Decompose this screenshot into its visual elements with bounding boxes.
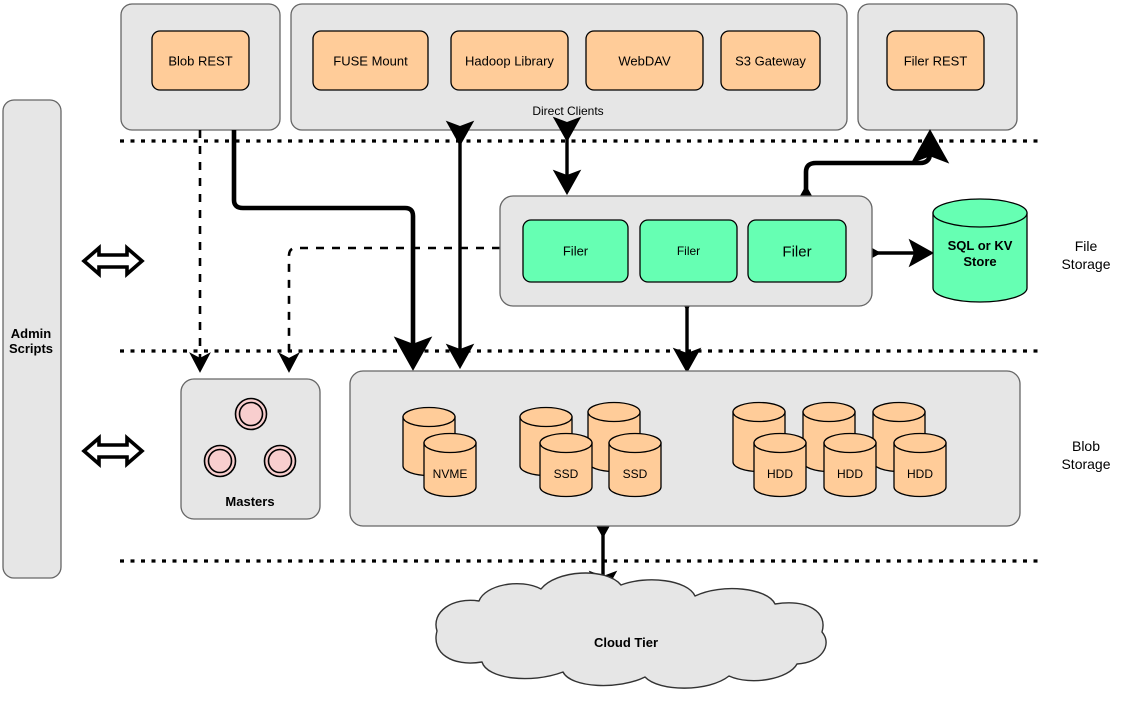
hdd-disk-front-1 (753, 432, 807, 498)
hdd-label-2: HDD (837, 467, 863, 481)
file-storage-label-line2: Storage (1061, 256, 1110, 272)
filer-rest-group: Filer REST (857, 3, 1018, 131)
ssd-disk-front-1 (539, 432, 593, 498)
admin-scripts-label-line2: Scripts (9, 341, 53, 356)
ssd-label-1: SSD (554, 467, 579, 481)
nvme-disk-front-1 (423, 432, 477, 498)
admin-scripts-panel[interactable]: Admin Scripts (2, 99, 62, 579)
hdd-disk-front-3 (893, 432, 947, 498)
masters-group: Masters (180, 378, 321, 520)
ssd-label-2: SSD (623, 467, 648, 481)
nvme-label: NVME (433, 467, 468, 481)
s3-gateway-label: S3 Gateway (735, 54, 806, 69)
fuse-mount-box[interactable]: FUSE Mount (312, 30, 429, 91)
connector-filerrest-to-filer (786, 129, 950, 220)
blob-storage-label-line1: Blob (1072, 438, 1100, 454)
cloud-tier-label: Cloud Tier (594, 635, 658, 650)
hdd-group[interactable]: HDD HDD HDD (732, 401, 947, 498)
blob-rest-group: Blob REST (120, 3, 281, 131)
nvme-group[interactable]: NVME (402, 406, 477, 498)
hadoop-library-box[interactable]: Hadoop Library (450, 30, 569, 91)
webdav-box[interactable]: WebDAV (585, 30, 704, 91)
filer-cluster-group: Filer Filer Filer (499, 195, 873, 307)
connector-blobrest-to-blobstorage (231, 130, 433, 371)
connector-filer-to-masters (278, 246, 500, 373)
master-node-1[interactable] (234, 397, 268, 431)
filer-node-1[interactable]: Filer (522, 219, 629, 283)
masters-label: Masters (225, 494, 274, 509)
filer-rest-box[interactable]: Filer REST (886, 30, 985, 91)
master-node-3[interactable] (263, 444, 297, 478)
database-label-line1: SQL or KV (948, 238, 1013, 253)
direct-clients-caption: Direct Clients (532, 104, 603, 118)
cloud-tier[interactable]: Cloud Tier (435, 572, 827, 689)
hdd-disk-front-2 (823, 432, 877, 498)
file-storage-label: File Storage (1061, 238, 1110, 272)
master-node-2[interactable] (203, 444, 237, 478)
filer-node-3[interactable]: Filer (747, 219, 847, 283)
filer-node-3-label: Filer (782, 244, 811, 261)
filer-node-2[interactable]: Filer (639, 219, 738, 283)
file-storage-label-line1: File (1075, 238, 1098, 254)
s3-gateway-box[interactable]: S3 Gateway (720, 30, 821, 91)
hdd-label-1: HDD (767, 467, 793, 481)
direct-clients-group: FUSE Mount Hadoop Library WebDAV S3 Gate… (290, 3, 848, 131)
hadoop-library-label: Hadoop Library (465, 54, 554, 69)
blob-rest-box[interactable]: Blob REST (151, 30, 250, 91)
filer-rest-label: Filer REST (904, 54, 968, 69)
admin-scripts-label-line1: Admin (11, 326, 52, 341)
admin-arrow-blob-storage (81, 434, 145, 468)
ssd-disk-front-2 (608, 432, 662, 498)
blob-storage-label: Blob Storage (1061, 438, 1110, 472)
filer-node-1-label: Filer (563, 244, 589, 259)
hdd-label-3: HDD (907, 467, 933, 481)
filer-node-2-label: Filer (677, 244, 700, 258)
database-cylinder[interactable]: SQL or KV Store (932, 198, 1028, 303)
fuse-mount-label: FUSE Mount (333, 54, 408, 69)
database-label-line2: Store (963, 254, 996, 269)
ssd-group[interactable]: SSD SSD (519, 401, 662, 498)
blob-storage-group: NVME SSD SSD (349, 370, 1021, 527)
blob-rest-label: Blob REST (168, 54, 232, 69)
blob-storage-label-line2: Storage (1061, 456, 1110, 472)
webdav-label: WebDAV (618, 54, 671, 69)
admin-arrow-file-storage (81, 244, 145, 278)
